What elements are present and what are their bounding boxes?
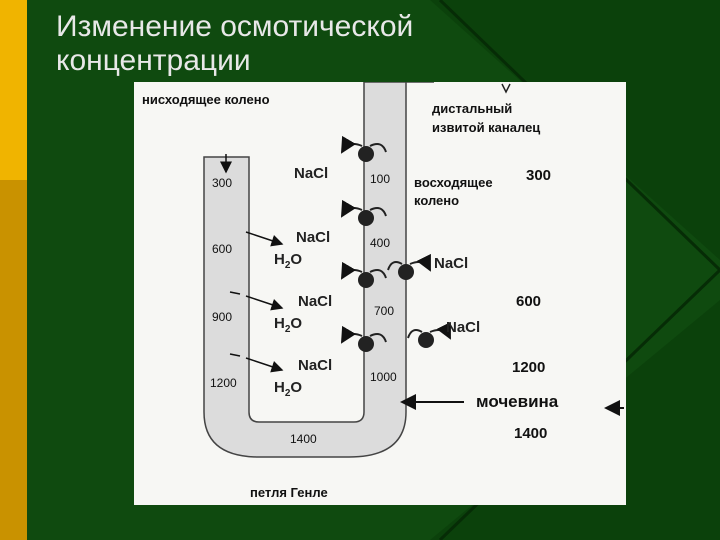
nacl-pump-outer-2: [408, 330, 450, 348]
descending-value-3: 900: [212, 310, 232, 325]
nacl-label-outer-1: NaCl: [434, 256, 468, 272]
h2o-arrow-3: [246, 358, 282, 370]
ascending-value-2: 400: [370, 236, 390, 251]
nacl-label-2: NaCl: [296, 230, 330, 246]
nacl-label-outer-2: NaCl: [446, 320, 480, 336]
label-distal-tubule-2: извитой каналец: [432, 120, 540, 135]
h2o-label-2: H2O: [274, 316, 302, 338]
title-line-2: концентрации: [56, 44, 413, 78]
descending-value-2: 600: [212, 242, 232, 257]
loop-drawing: [134, 82, 626, 505]
h2o-arrow-2: [246, 296, 282, 308]
label-ascending-limb-1: восходящее: [414, 175, 493, 190]
loop-bottom-value: 1400: [290, 432, 317, 447]
interstitial-value-4: 1400: [514, 426, 547, 441]
label-descending-limb: нисходящее колено: [142, 92, 270, 107]
nacl-label-3: NaCl: [298, 294, 332, 310]
descending-value-1: 300: [212, 176, 232, 191]
loop-of-henle-figure: нисходящее колено дистальный извитой кан…: [134, 82, 626, 505]
ascending-value-4: 1000: [370, 370, 397, 385]
descending-value-4: 1200: [210, 376, 237, 391]
nacl-label-1: NaCl: [294, 166, 328, 182]
interstitial-value-2: 600: [516, 294, 541, 309]
label-loop-of-henle: петля Генле: [250, 485, 328, 500]
slide-title: Изменение осмотической концентрации: [56, 10, 413, 78]
h2o-label-1: H2O: [274, 252, 302, 274]
interstitial-value-1: 300: [526, 168, 551, 183]
h2o-arrow-1: [246, 232, 282, 244]
label-ascending-limb-2: колено: [414, 193, 459, 208]
ascending-value-3: 700: [374, 304, 394, 319]
h2o-label-3: H2O: [274, 380, 302, 402]
label-urea: мочевина: [476, 394, 558, 409]
nacl-label-4: NaCl: [298, 358, 332, 374]
interstitial-value-3: 1200: [512, 360, 545, 375]
title-line-1: Изменение осмотической: [56, 10, 413, 44]
label-distal-tubule-1: дистальный: [432, 101, 512, 116]
ascending-value-1: 100: [370, 172, 390, 187]
